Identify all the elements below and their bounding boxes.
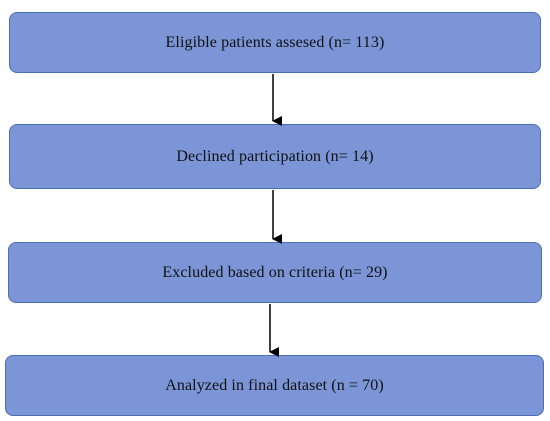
step-label-excluded: Excluded based on criteria (n= 29)	[162, 263, 388, 281]
step-label-analyzed: Analyzed in final dataset (n = 70)	[165, 376, 384, 394]
step-label-declined: Declined participation (n= 14)	[176, 147, 374, 165]
step-box-eligible: Eligible patients assesed (n= 113)	[9, 12, 541, 73]
step-label-eligible: Eligible patients assesed (n= 113)	[165, 33, 385, 51]
step-box-excluded: Excluded based on criteria (n= 29)	[8, 242, 542, 303]
step-box-declined: Declined participation (n= 14)	[9, 124, 541, 189]
step-box-analyzed: Analyzed in final dataset (n = 70)	[5, 355, 544, 416]
